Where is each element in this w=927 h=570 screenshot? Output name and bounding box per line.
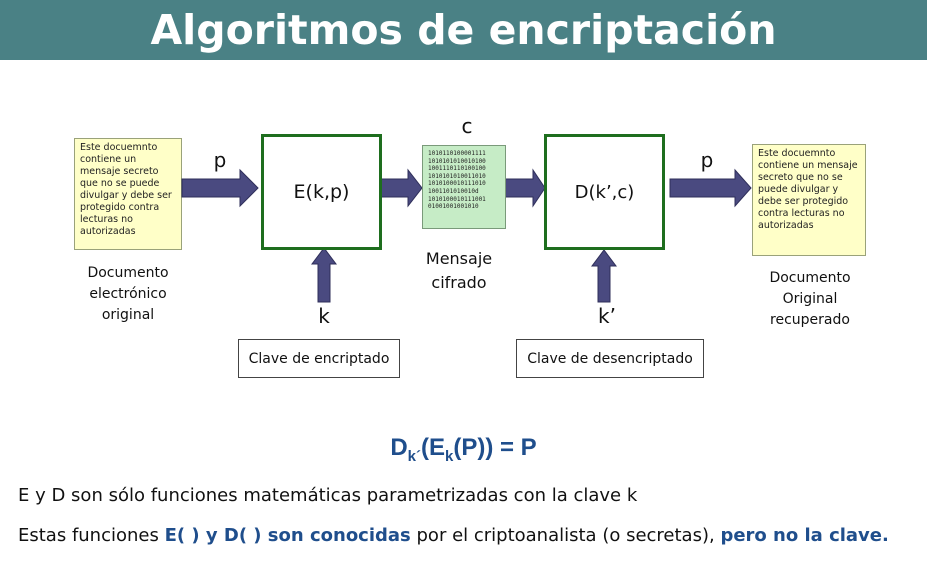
formula-d: D xyxy=(390,434,408,461)
explanation-line-2: Estas funciones E( ) y D( ) son conocida… xyxy=(18,525,889,546)
decryption-function-label: D(k’,c) xyxy=(574,181,635,203)
arrow-key2-up xyxy=(591,249,617,303)
ciphertext-box: 1010110100001111 1010101010010100 100111… xyxy=(422,145,506,229)
arrow-decrypt-to-doc xyxy=(669,168,752,208)
formula-open: (E xyxy=(421,434,445,461)
output-document: Este docuemnto contiene un mensaje secre… xyxy=(752,144,866,256)
arrow-key-up xyxy=(311,247,337,303)
line2-emphasis-key: pero no la clave. xyxy=(720,525,889,546)
arrow-doc-to-encrypt xyxy=(181,168,259,208)
input-document: Este docuemnto contiene un mensaje secre… xyxy=(74,138,182,250)
formula-sub-d: k´ xyxy=(407,447,421,465)
page-title: Algoritmos de encriptación xyxy=(150,6,777,54)
decryption-function-box: D(k’,c) xyxy=(544,134,665,250)
arrow-cipher-to-decrypt xyxy=(504,168,546,208)
decryption-key-box: Clave de desencriptado xyxy=(516,339,704,378)
formula-sub-e: k xyxy=(445,447,454,465)
title-bar xyxy=(0,0,927,60)
line2-part-1: Estas funciones xyxy=(18,525,165,546)
decryption-formula: Dk´(Ek(P)) = P xyxy=(0,434,927,465)
p-label-right: p xyxy=(700,148,714,172)
cipher-caption: Mensaje cifrado xyxy=(425,249,493,292)
arrow-encrypt-to-cipher xyxy=(380,168,423,208)
p-label-left: p xyxy=(213,148,227,172)
encryption-function-box: E(k,p) xyxy=(261,134,382,250)
line2-part-3: por el criptoanalista (o secretas), xyxy=(410,525,721,546)
encryption-key-box: Clave de encriptado xyxy=(238,339,400,378)
k-prime-label: k’ xyxy=(598,304,616,328)
formula-rest: (P)) = P xyxy=(453,434,537,461)
k-label: k xyxy=(318,304,330,328)
decryption-key-label: Clave de desencriptado xyxy=(527,350,693,367)
input-document-caption: Documento electrónico original xyxy=(87,265,169,323)
explanation-line-1: E y D son sólo funciones matemáticas par… xyxy=(18,485,638,506)
encryption-key-label: Clave de encriptado xyxy=(248,350,390,367)
c-label: c xyxy=(461,114,473,138)
encryption-function-label: E(k,p) xyxy=(293,181,350,203)
output-document-caption: Documento Original recuperado xyxy=(769,270,851,328)
line2-emphasis-functions: E( ) y D( ) son conocidas xyxy=(164,525,411,546)
